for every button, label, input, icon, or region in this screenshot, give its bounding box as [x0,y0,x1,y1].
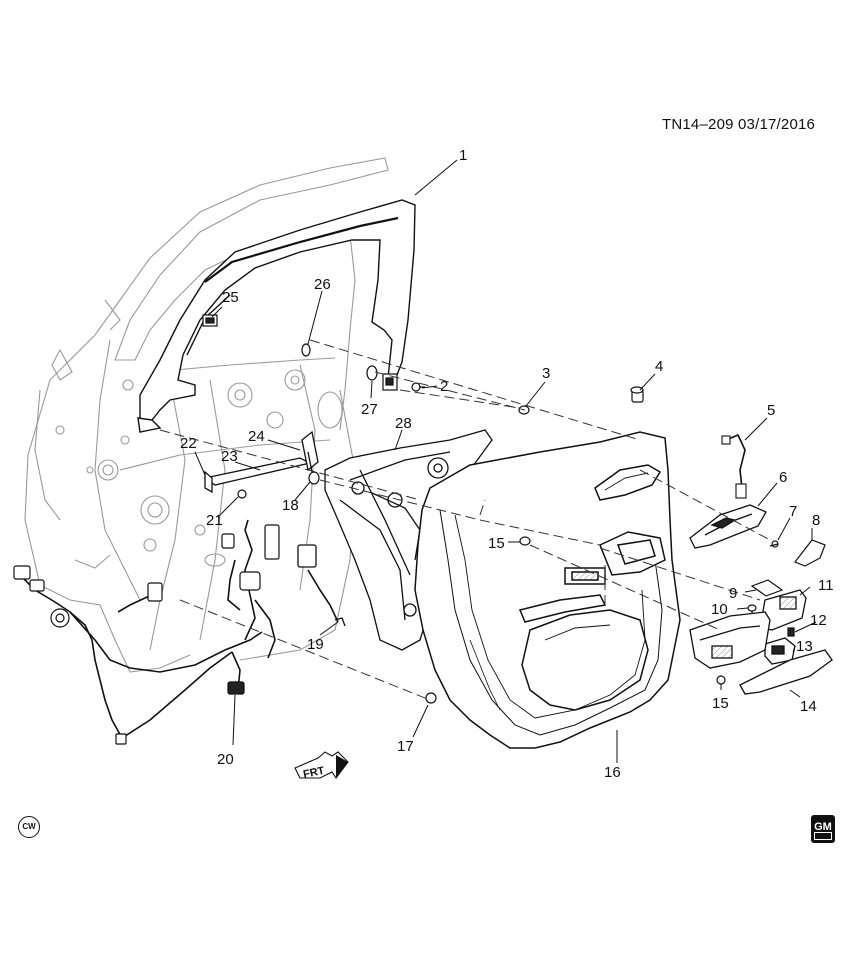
callout-28: 28 [395,415,412,432]
callout-15b: 15 [712,695,729,712]
part-8-handle-cover [794,539,826,567]
callout-12: 12 [810,612,827,629]
part-1-window-channel [137,199,416,433]
callout-numbers: 1 2 3 4 5 6 7 8 9 10 11 12 13 14 15 15 1… [180,147,834,781]
callout-23: 23 [221,448,238,465]
callout-17: 17 [397,738,414,755]
part-21-bolt [237,489,247,499]
callout-4: 4 [655,358,663,375]
part-25-clip [202,314,218,327]
callout-11: 11 [818,577,834,594]
gm-logo-bar [814,832,832,840]
callout-7: 7 [789,503,797,520]
callout-19: 19 [307,636,324,653]
alignment-lines [159,339,771,701]
part-19-switch-harness [297,544,346,627]
callout-8: 8 [812,512,820,529]
part-17-nut [425,692,437,704]
part-24-bracket [301,430,319,473]
callout-3: 3 [542,365,550,382]
part-18-bushing [308,471,320,485]
part-27-bushing [366,365,378,381]
gm-logo: GM [811,815,835,843]
callout-6: 6 [779,469,787,486]
callout-25: 25 [222,289,239,306]
callout-9: 9 [729,585,737,602]
callout-2: 2 [440,378,448,395]
part-7-screw [769,540,779,548]
part-16-door-trim-panel [414,431,681,749]
armrest-carrier [689,611,771,669]
callout-15a: 15 [488,535,505,552]
part-4-plug [630,386,644,403]
callout-5: 5 [767,402,775,419]
front-arrow-label: FRT [302,765,326,781]
callout-27: 27 [361,401,378,418]
gm-logo-text: GM [814,821,832,833]
harness-connectors [13,524,280,745]
callout-14: 14 [800,698,817,715]
callout-20: 20 [217,751,234,768]
cw-badge: CW [18,816,40,838]
drawing-number-date: TN14–209 03/17/2016 [662,116,816,133]
part-6-inside-handle [689,504,767,549]
callout-13: 13 [796,638,813,655]
callout-26: 26 [314,276,331,293]
callout-1: 1 [459,147,467,164]
part-5-handle-cable [721,433,747,499]
callout-18: 18 [282,497,299,514]
callout-22: 22 [180,435,197,452]
part-13-window-switch [764,637,796,665]
callout-leaders [194,159,817,763]
callout-21: 21 [206,512,223,529]
part-2-screw [382,373,425,392]
part-20-wiring-harness [19,519,276,739]
callout-10: 10 [711,601,728,618]
callout-24: 24 [248,428,265,445]
part-9-pad [750,579,784,597]
front-direction-arrow: FRT [294,751,349,781]
part-12-clip [787,627,795,637]
part-26-pin [301,343,311,357]
callout-16: 16 [604,764,621,781]
part-14-armrest-trim [739,649,833,695]
